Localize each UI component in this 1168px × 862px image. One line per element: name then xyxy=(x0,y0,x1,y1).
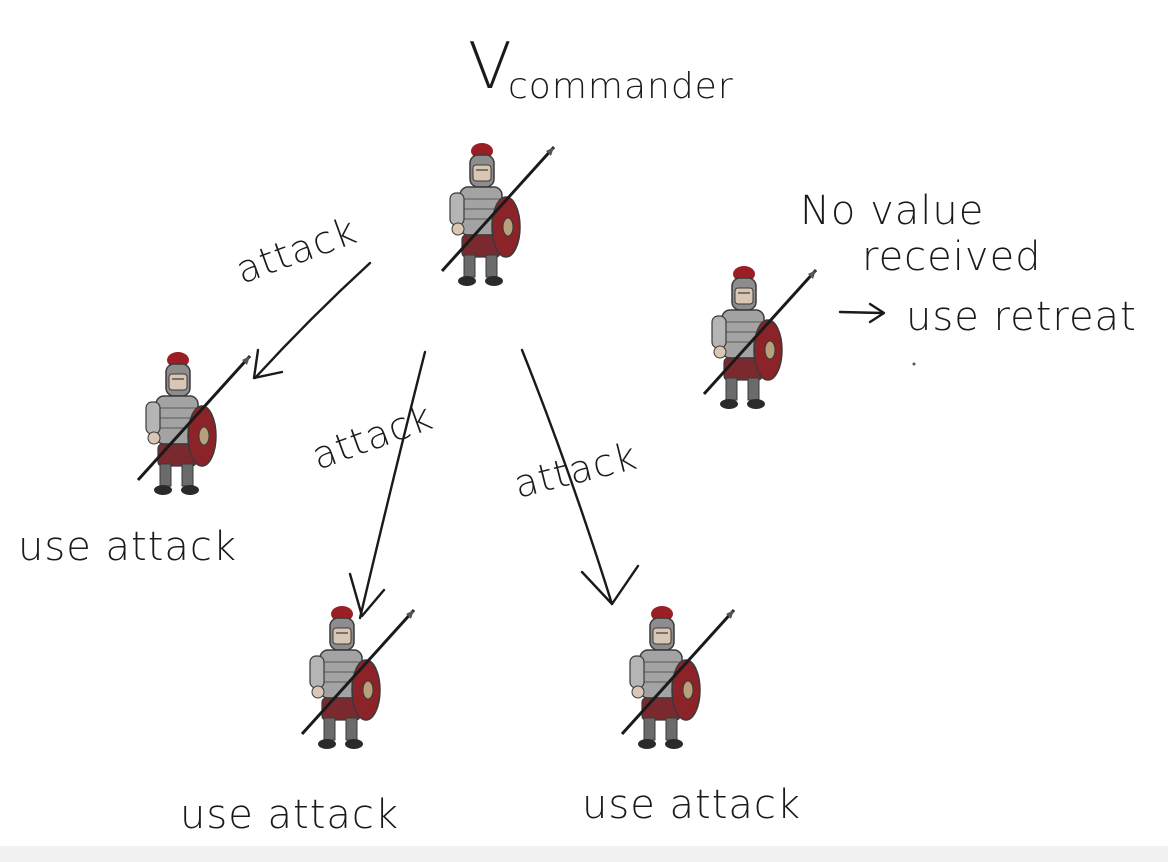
bottom-left-soldier-icon xyxy=(300,604,416,751)
node-label-left: use attack xyxy=(18,524,237,570)
note-line-1: No value xyxy=(800,188,984,234)
edge-label-middle: attack xyxy=(306,394,439,478)
node-label-bottom-left: use attack xyxy=(180,792,399,838)
arrow-to-left xyxy=(252,261,372,380)
stray-dot xyxy=(912,362,916,366)
edge-label-left: attack xyxy=(230,208,363,292)
arrow-to-bottom-left xyxy=(348,350,427,620)
arrow-to-note xyxy=(838,302,886,324)
node-label-bottom-right: use attack xyxy=(582,782,801,828)
right-soldier-icon xyxy=(702,264,818,411)
bottom-strip xyxy=(0,846,1168,862)
bottom-right-soldier-icon xyxy=(620,604,736,751)
note-line-3: use retreat xyxy=(906,294,1137,340)
commander-label: commander xyxy=(508,66,734,107)
arrow-to-bottom-right xyxy=(520,348,640,606)
note-line-2: received xyxy=(862,234,1042,280)
commander-mark: V xyxy=(468,30,513,104)
left-soldier-icon xyxy=(136,350,252,497)
commander-soldier-icon xyxy=(440,141,556,288)
